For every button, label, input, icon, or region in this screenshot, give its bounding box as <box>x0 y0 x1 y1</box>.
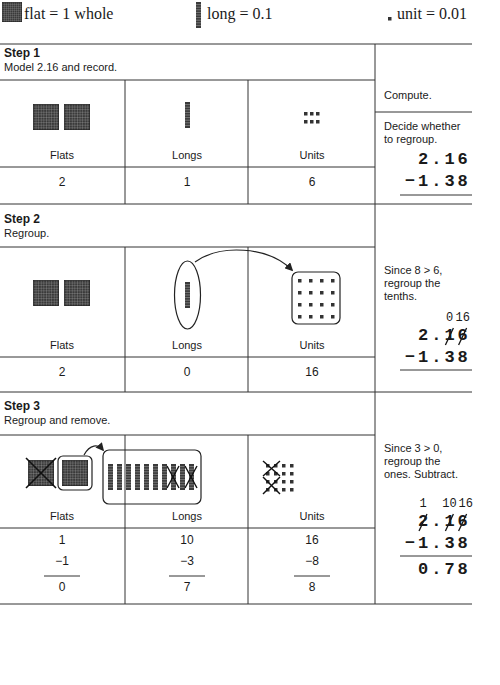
regroup-digit: 16 <box>459 497 473 511</box>
column-header: Units <box>299 510 324 523</box>
table-cell: −1 <box>55 555 69 569</box>
table-cell: −8 <box>305 555 319 569</box>
step-heading: Step 1Model 2.16 and record. <box>4 46 364 78</box>
regroup-digit: 10 <box>442 497 456 511</box>
step-heading: Step 2Regroup. <box>4 212 364 245</box>
table-cell: 8 <box>309 581 316 595</box>
column-header: Flats <box>50 339 74 352</box>
table-cell: 6 <box>309 176 316 190</box>
arithmetic-line: 2.16 <box>418 512 471 532</box>
column-header: Longs <box>172 339 202 352</box>
instruction-note: Since 8 > 6, regroup the tenths. <box>384 264 468 303</box>
heading-text: Compute. <box>384 88 472 102</box>
heading-text: Step 1 <box>4 46 364 60</box>
table-cell: 16 <box>305 534 318 548</box>
column-header: Longs <box>172 149 202 162</box>
arithmetic-line: 0.78 <box>418 560 471 580</box>
regroup-digit: 0 <box>446 311 453 325</box>
arithmetic-line: −1.38 <box>405 348 471 368</box>
instruction-note: Decide whether to regroup. <box>384 120 470 146</box>
step-heading: Step 3Regroup and remove. <box>4 399 364 433</box>
table-cell: 0 <box>59 581 66 595</box>
table-cell: 1 <box>184 176 191 190</box>
arithmetic-line: −1.38 <box>405 534 471 554</box>
body-text: Regroup and remove. <box>4 413 364 427</box>
heading-text: Step 2 <box>4 212 364 226</box>
table-cell: 16 <box>305 366 318 380</box>
heading-text: Step 3 <box>4 399 364 413</box>
legend-key-text: long = 0.1 <box>207 5 272 23</box>
table-cell: 2 <box>59 366 66 380</box>
column-header: Flats <box>50 510 74 523</box>
body-text: Regroup. <box>4 226 364 240</box>
column-header: Flats <box>50 149 74 162</box>
body-text: Model 2.16 and record. <box>4 60 364 74</box>
arithmetic-line: 2.16 <box>418 326 471 346</box>
table-cell: 1 <box>59 534 66 548</box>
regroup-digit: 1 <box>420 497 427 511</box>
column-header: Longs <box>172 510 202 523</box>
column-header: Units <box>299 339 324 352</box>
regroup-digit: 16 <box>456 311 470 325</box>
compute-heading: Compute. <box>384 88 472 110</box>
table-cell: 10 <box>180 534 193 548</box>
table-cell: 0 <box>184 366 191 380</box>
column-header: Units <box>299 149 324 162</box>
instruction-note: Since 3 > 0, regroup the ones. Subtract. <box>384 442 468 481</box>
legend-key-text: flat = 1 whole <box>24 5 113 23</box>
table-cell: 2 <box>59 176 66 190</box>
arithmetic-line: 2.16 <box>418 150 471 170</box>
table-cell: −3 <box>180 555 194 569</box>
arithmetic-line: −1.38 <box>405 172 471 192</box>
table-cell: 7 <box>184 581 191 595</box>
legend-key-text: unit = 0.01 <box>397 5 467 23</box>
